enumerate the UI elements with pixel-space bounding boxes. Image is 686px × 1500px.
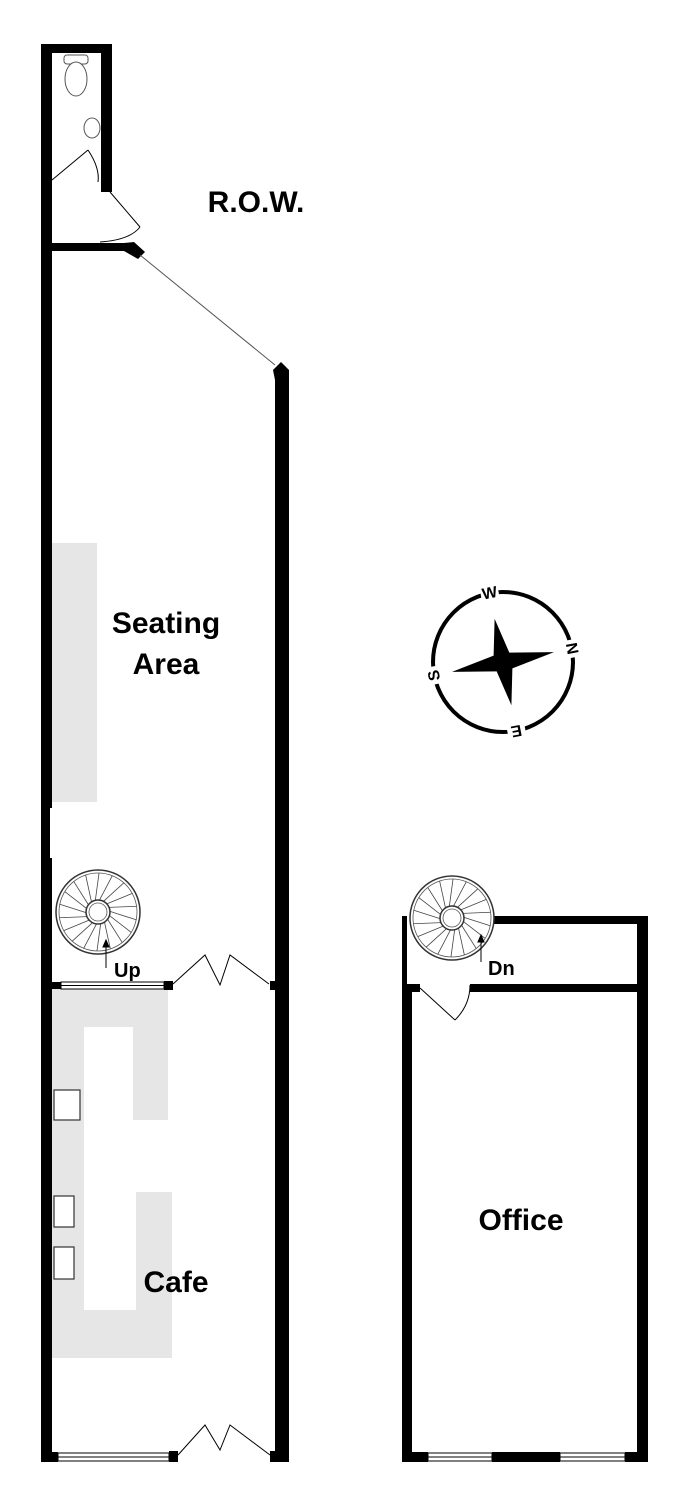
stair-tread xyxy=(59,903,87,913)
sink-icon xyxy=(53,1089,81,1121)
stair-tread xyxy=(425,928,447,948)
stair-tread xyxy=(463,917,491,927)
seating-bench xyxy=(52,543,97,802)
stair-tread xyxy=(85,874,92,902)
walls xyxy=(41,44,648,1462)
stair-tread xyxy=(59,916,87,919)
compass-w: W xyxy=(481,584,500,604)
stair-tread xyxy=(437,929,451,955)
compass-star-icon xyxy=(451,618,555,706)
stair-tread xyxy=(460,899,487,911)
label-up: Up xyxy=(114,960,141,982)
stair-tread xyxy=(107,919,123,943)
cafe-counter xyxy=(52,988,172,1358)
spiral-stair-down xyxy=(409,875,495,961)
stair-inner-ring xyxy=(412,878,492,958)
label-seating-2: Area xyxy=(133,648,200,681)
stair-tread xyxy=(104,922,111,950)
stair-inner-ring xyxy=(58,872,138,952)
stair-tread xyxy=(439,880,446,908)
toilet-icon xyxy=(63,54,101,139)
stair-tread xyxy=(64,891,87,909)
label-dn: Dn xyxy=(488,958,515,980)
counters xyxy=(52,543,172,1358)
compass-e: E xyxy=(509,721,523,740)
stair-tread xyxy=(96,923,102,952)
label-cafe: Cafe xyxy=(143,1266,208,1299)
sink-icon xyxy=(53,1195,75,1228)
compass-s: S xyxy=(425,668,444,682)
stair-tread xyxy=(106,893,133,905)
stair-tread xyxy=(417,925,444,937)
label-seating-1: Seating xyxy=(112,607,220,640)
stair-tread xyxy=(413,909,441,919)
stair-tread xyxy=(458,928,465,956)
spiral-stair-up xyxy=(55,869,141,955)
stair-tread xyxy=(99,875,113,901)
stair-tread xyxy=(453,881,467,907)
stair-newel xyxy=(85,899,111,925)
stair-tread xyxy=(427,887,443,911)
stair-tread xyxy=(463,911,491,914)
stair-tread xyxy=(103,882,125,902)
stair-tread xyxy=(73,881,89,905)
compass-n: N xyxy=(562,641,581,656)
label-row: R.O.W. xyxy=(208,186,305,219)
sinks xyxy=(53,1089,81,1280)
label-office: Office xyxy=(478,1204,563,1237)
stair-tread xyxy=(418,897,441,915)
stair-tread xyxy=(63,919,90,931)
stair-tread xyxy=(109,915,132,933)
windows xyxy=(57,981,626,1462)
compass: N E S W xyxy=(422,581,584,743)
stair-tread xyxy=(109,911,137,921)
stair-tread xyxy=(94,872,100,901)
stair-tread xyxy=(71,922,93,942)
stair-newel-inner xyxy=(442,908,462,928)
sink-icon xyxy=(53,1246,75,1280)
stair-newel xyxy=(439,905,465,931)
stair-tread xyxy=(413,922,441,925)
stair-tread xyxy=(109,905,137,908)
stair-tread xyxy=(448,878,454,907)
stair-tread xyxy=(83,923,97,949)
stair-tread xyxy=(450,929,456,958)
stair-tread xyxy=(461,925,477,949)
basin-icon xyxy=(83,117,101,139)
stair-newel-inner xyxy=(88,902,108,922)
doors xyxy=(48,149,471,1456)
stair-tread xyxy=(457,888,479,908)
stair-arrows xyxy=(102,933,485,968)
